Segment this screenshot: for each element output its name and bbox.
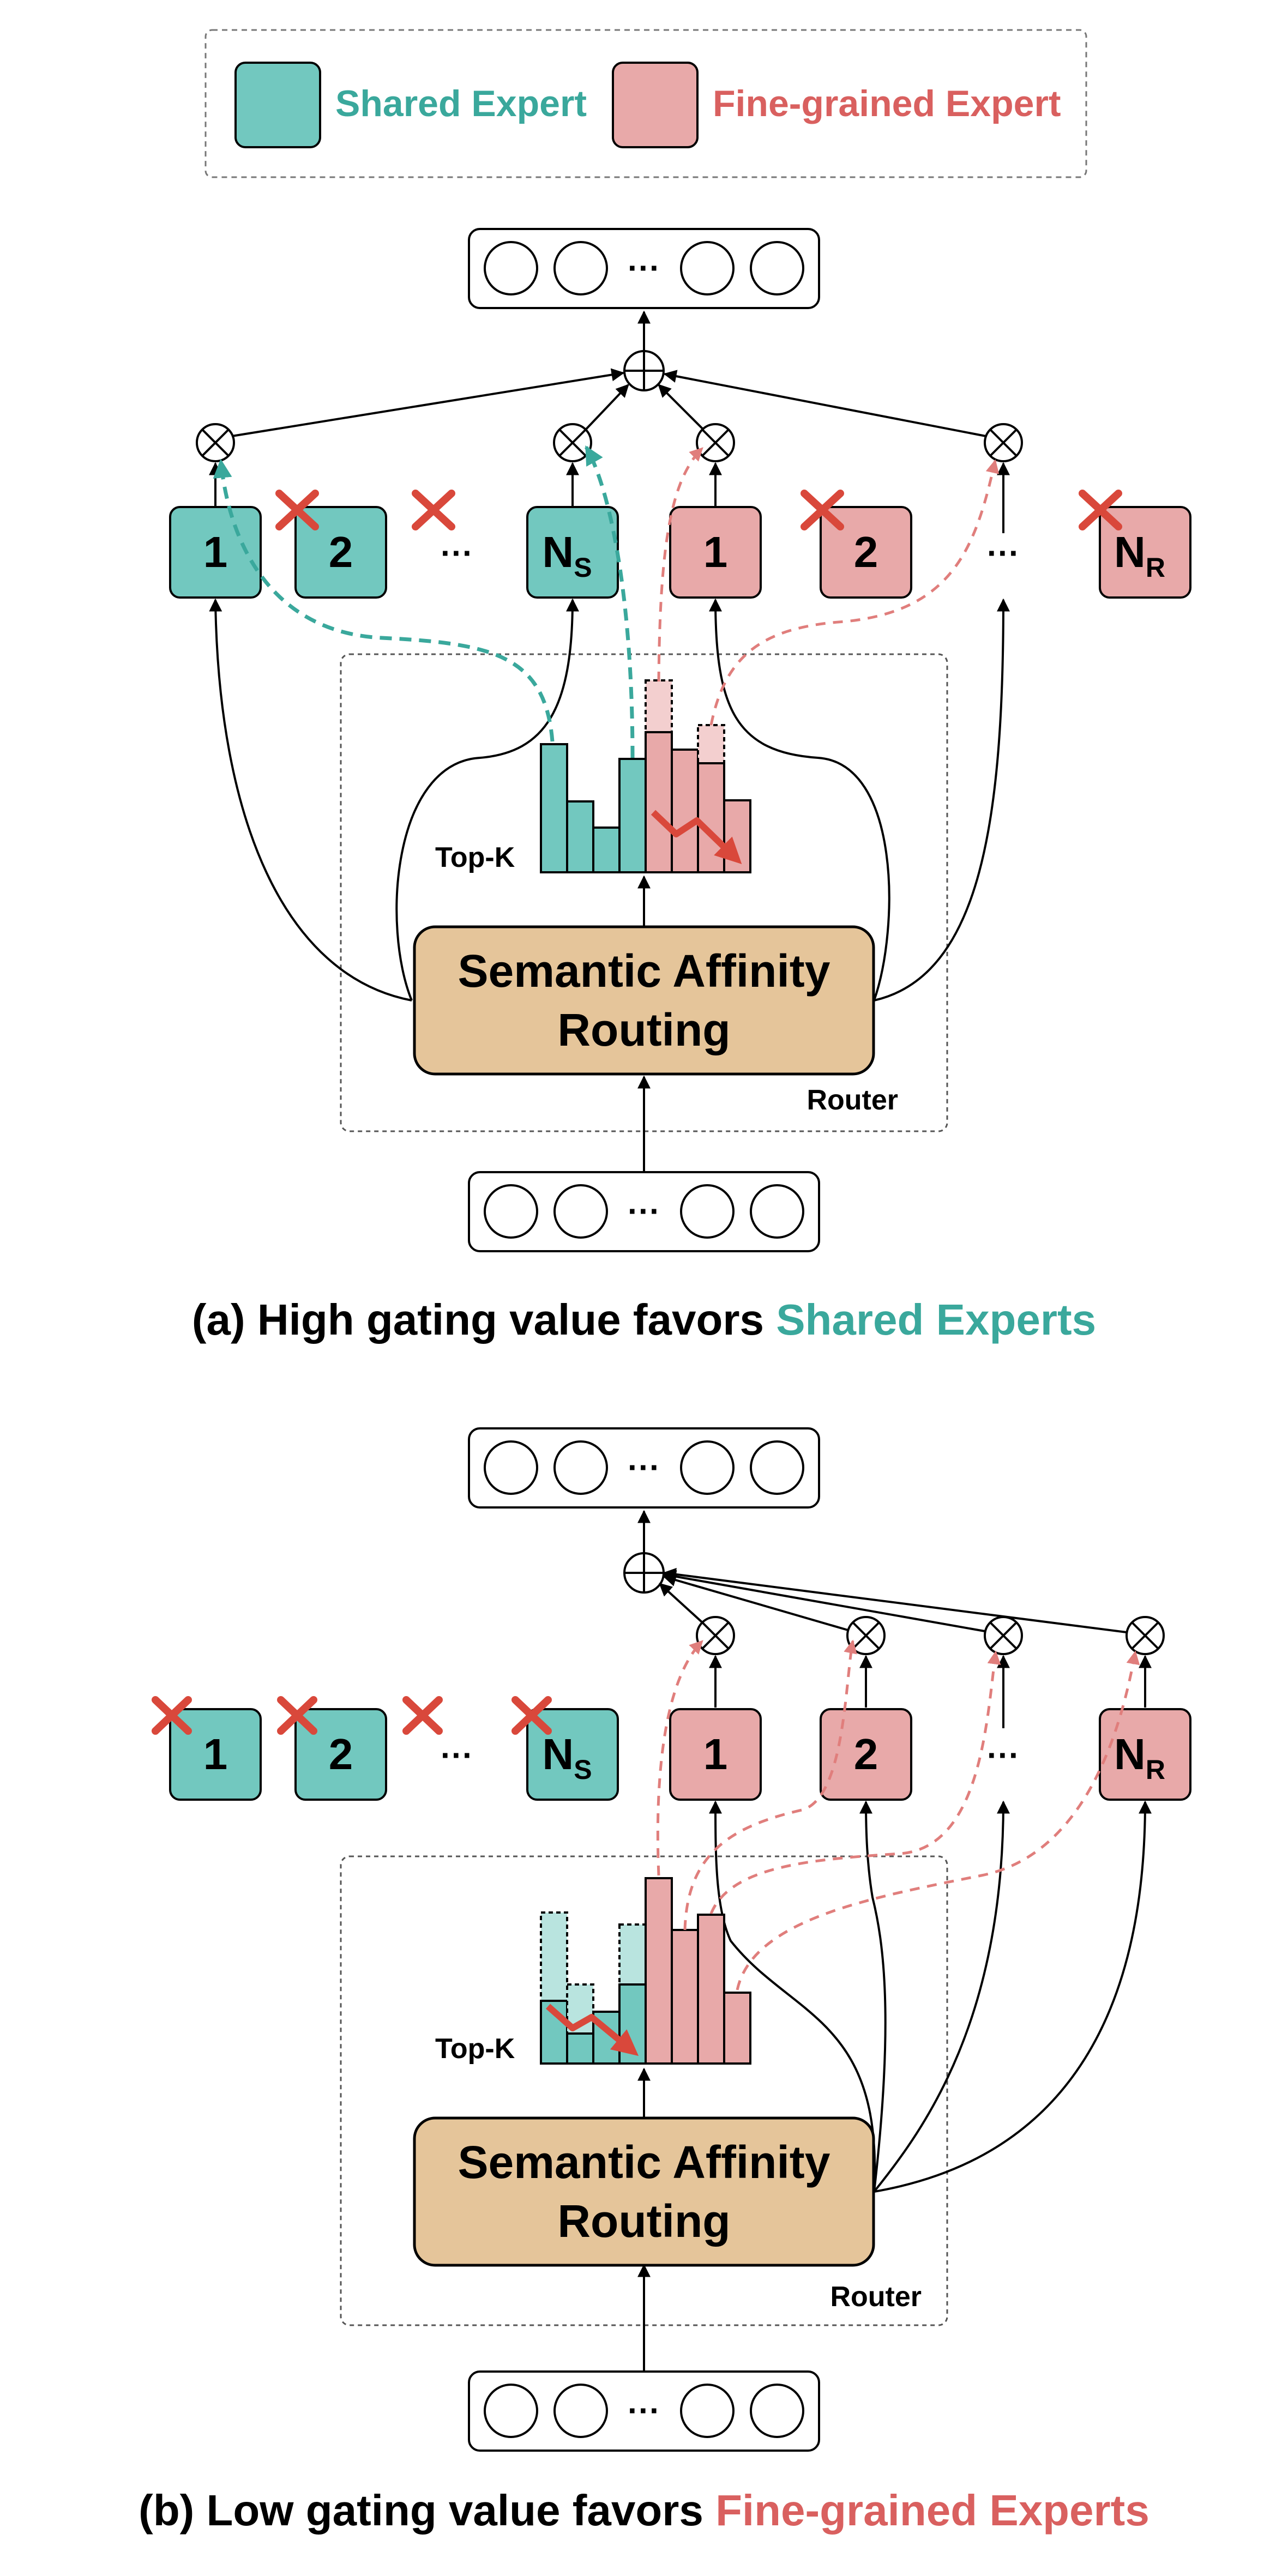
sum-node	[623, 1552, 665, 1594]
svg-text:1: 1	[703, 528, 728, 576]
svg-text:2: 2	[329, 528, 353, 576]
svg-text:···: ···	[628, 1449, 660, 1486]
ellipsis: ···	[987, 1737, 1020, 1773]
svg-text:NS: NS	[542, 528, 592, 583]
input-token-box: ···	[468, 2370, 820, 2452]
shared-expert-2: 2	[294, 1708, 387, 1801]
svg-text:Routing: Routing	[557, 1004, 730, 1055]
svg-text:2: 2	[854, 1730, 878, 1778]
ellipsis: ···	[987, 535, 1020, 571]
ellipsis: ···	[441, 1737, 473, 1773]
svg-text:NR: NR	[1114, 528, 1165, 583]
fine-expert-2: 2	[820, 1708, 912, 1801]
fine-expert-1: 1	[669, 506, 762, 599]
fine-expert-1: 1	[669, 1708, 762, 1801]
shared-expert-ns: NS	[526, 506, 619, 599]
legend-shared-swatch	[234, 62, 321, 148]
input-token-box: ···	[468, 1171, 820, 1252]
topk-label: Top-K	[435, 842, 515, 873]
dropped-expert-crosses	[275, 490, 1122, 530]
svg-text:1: 1	[703, 1730, 728, 1778]
svg-text:Semantic Affinity: Semantic Affinity	[458, 945, 830, 997]
gating-histogram	[540, 1877, 751, 2065]
trend-down-arrow	[546, 2004, 639, 2056]
caption-a: (a) High gating value favors Shared Expe…	[192, 1295, 1096, 1344]
svg-text:···: ···	[628, 2392, 660, 2429]
semantic-affinity-routing: Semantic Affinity Routing	[413, 2116, 875, 2267]
fine-expert-nr: NR	[1099, 506, 1191, 599]
trend-down-arrow	[651, 810, 742, 865]
panel-a: ···	[169, 228, 1191, 1344]
gating-histogram	[540, 679, 751, 873]
legend-fine-label: Fine-grained Expert	[713, 83, 1061, 124]
svg-text:2: 2	[329, 1730, 353, 1778]
legend-shared-label: Shared Expert	[335, 83, 587, 124]
expert-row: 1 2 ··· NS 1 2 ··· NR	[169, 506, 1191, 599]
legend-fine-swatch	[612, 62, 699, 148]
shared-expert-2: 2	[294, 506, 387, 599]
svg-text:1: 1	[203, 528, 228, 576]
ellipsis: ···	[441, 535, 473, 571]
output-token-box: ···	[468, 1427, 820, 1509]
svg-text:NR: NR	[1114, 1730, 1165, 1785]
shared-expert-1: 1	[169, 1708, 262, 1801]
svg-text:Routing: Routing	[557, 2195, 730, 2247]
panel-b: ···	[139, 1427, 1191, 2535]
svg-text:···: ···	[628, 250, 660, 286]
semantic-affinity-routing: Semantic Affinity Routing	[413, 925, 875, 1076]
multiply-nodes	[196, 423, 1023, 462]
fine-expert-2: 2	[820, 506, 912, 599]
topk-label: Top-K	[435, 2033, 515, 2065]
dropped-expert-crosses	[152, 1696, 552, 1735]
svg-text:···: ···	[628, 1193, 660, 1229]
svg-text:1: 1	[203, 1730, 228, 1778]
router-label: Router	[830, 2281, 922, 2313]
caption-b: (b) Low gating value favors Fine-grained…	[139, 2486, 1149, 2535]
multiply-nodes	[696, 1616, 1165, 1655]
fine-expert-nr: NR	[1099, 1708, 1191, 1801]
svg-text:NS: NS	[542, 1730, 592, 1785]
legend: Shared Expert Fine-grained Expert	[204, 29, 1087, 178]
svg-text:2: 2	[854, 528, 878, 576]
svg-text:Semantic Affinity: Semantic Affinity	[458, 2137, 830, 2188]
output-token-box: ···	[468, 228, 820, 309]
router-label: Router	[806, 1084, 898, 1116]
expert-row: 1 2 ··· NS 1 2 ··· NR	[169, 1708, 1191, 1801]
sum-node	[623, 350, 665, 391]
